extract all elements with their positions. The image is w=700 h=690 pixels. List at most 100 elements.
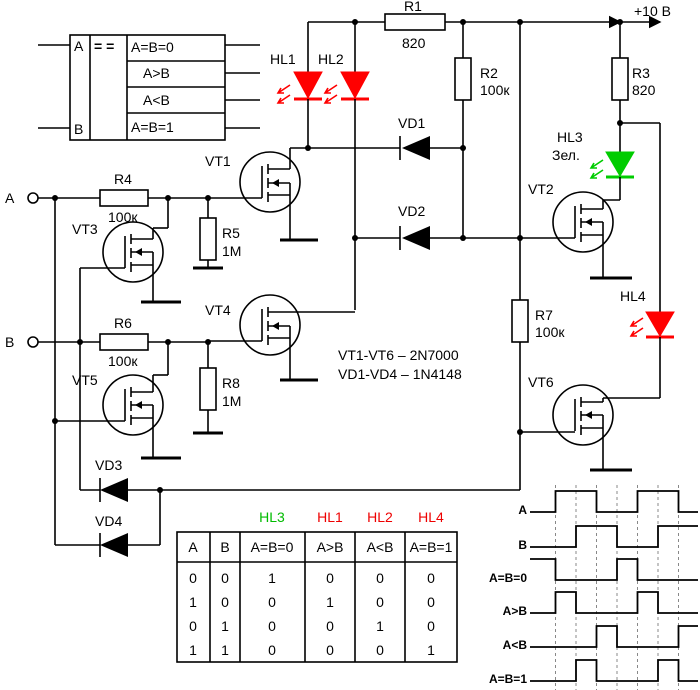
tt-cell: 0 xyxy=(326,570,334,586)
tt-header-cell: A=B=0 xyxy=(251,539,294,555)
hl2-led: HL2 xyxy=(318,22,370,310)
tt-header-cell: A xyxy=(188,539,198,555)
vd1-label: VD1 xyxy=(398,115,425,131)
hl3-led: HL3 Зел. xyxy=(552,129,635,200)
tt-cell: 0 xyxy=(326,642,334,658)
r7-resistor: R7 100к xyxy=(511,22,565,490)
r4-name: R4 xyxy=(114,171,132,187)
tt-cell: 1 xyxy=(376,618,384,634)
r8-name: R8 xyxy=(222,375,240,391)
timing-diagram: ABA=B=0A>BA<BA=B=1 xyxy=(489,485,698,690)
hl3-label: HL3 xyxy=(557,129,583,145)
block-equal-sign: = = xyxy=(94,38,114,54)
block-out-eq0: A=B=0 xyxy=(131,39,174,55)
block-out-eq1: A=B=1 xyxy=(131,119,174,135)
vt5-label: VT5 xyxy=(72,372,98,388)
r3-resistor: R3 820 xyxy=(611,22,661,312)
r6-name: R6 xyxy=(114,315,132,331)
r3-value: 820 xyxy=(632,82,656,98)
tt-header-cell: B xyxy=(220,539,229,555)
r7-name: R7 xyxy=(535,307,553,323)
hl4-led: HL4 xyxy=(620,288,675,398)
timing-signal-label: A<B xyxy=(503,638,528,652)
vt2-label: VT2 xyxy=(528,181,554,197)
vd4-diode: VD4 xyxy=(55,490,161,557)
tt-header-cell: A<B xyxy=(367,539,394,555)
vt1-label: VT1 xyxy=(205,153,231,169)
timing-signal-label: B xyxy=(518,538,527,552)
input-b-label: B xyxy=(5,334,14,350)
tt-header-cell: A>B xyxy=(317,539,344,555)
input-a-circuit: A R4 100к R5 1M xyxy=(5,171,241,545)
vd2-diode: VD2 xyxy=(352,203,555,250)
vt5-transistor: VT5 xyxy=(52,342,181,460)
timing-waveform xyxy=(530,625,698,648)
tt-cell: 1 xyxy=(189,594,197,610)
tt-led-label: HL2 xyxy=(367,509,393,525)
tt-led-label: HL3 xyxy=(259,509,285,525)
r1-value: 820 xyxy=(402,35,426,51)
vt6-transistor: VT6 xyxy=(520,374,660,472)
tt-cell: 0 xyxy=(326,618,334,634)
r3-name: R3 xyxy=(632,65,650,81)
vd3-diode: VD3 xyxy=(80,457,520,502)
timing-waveform xyxy=(530,525,698,548)
hl2-label: HL2 xyxy=(318,51,344,67)
hl1-label: HL1 xyxy=(270,51,296,67)
timing-waveform xyxy=(530,558,698,581)
tt-cell: 0 xyxy=(221,570,229,586)
block-out-lt: A<B xyxy=(143,92,170,108)
hl3-note: Зел. xyxy=(552,147,580,163)
diode-note: VD1-VD4 – 1N4148 xyxy=(338,366,462,382)
tt-cell: 0 xyxy=(221,594,229,610)
tt-cell: 0 xyxy=(427,618,435,634)
input-b-circuit: B R6 100к R8 1M xyxy=(5,315,241,435)
r5-name: R5 xyxy=(222,225,240,241)
tt-cell: 1 xyxy=(427,642,435,658)
tt-cell: 1 xyxy=(221,642,229,658)
tt-cell: 1 xyxy=(268,570,276,586)
r6-value: 100к xyxy=(108,353,138,369)
vt1-transistor: VT1 xyxy=(205,147,318,242)
supply-label: +10 В xyxy=(634,3,671,19)
tt-header-cell: A=B=1 xyxy=(410,539,453,555)
tt-cell: 1 xyxy=(326,594,334,610)
timing-signal-label: A xyxy=(518,503,527,517)
timing-signal-label: A=B=1 xyxy=(489,672,527,686)
r2-name: R2 xyxy=(480,65,498,81)
vt6-label: VT6 xyxy=(528,374,554,390)
r5-value: 1M xyxy=(222,243,241,259)
vt4-label: VT4 xyxy=(205,302,231,318)
hl4-label: HL4 xyxy=(620,288,646,304)
timing-signal-label: A>B xyxy=(503,604,528,618)
tt-cell: 0 xyxy=(376,594,384,610)
r2-value: 100к xyxy=(480,82,510,98)
vd2-label: VD2 xyxy=(398,203,425,219)
tt-cell: 0 xyxy=(268,642,276,658)
tt-cell: 1 xyxy=(189,642,197,658)
r1-name: R1 xyxy=(404,0,422,14)
block-out-gt: A>B xyxy=(143,65,170,81)
vt2-transistor: VT2 xyxy=(528,181,632,280)
tt-led-label: HL1 xyxy=(317,509,343,525)
tt-cell: 0 xyxy=(268,594,276,610)
tt-cell: 1 xyxy=(221,618,229,634)
supply-rail: +10 В R1 820 xyxy=(308,0,671,51)
comparator-block: A B = = A=B=0 A>B A<B A=B=1 xyxy=(38,34,260,141)
r7-value: 100к xyxy=(535,324,565,340)
block-input-b: B xyxy=(74,121,83,137)
transistor-note: VT1-VT6 – 2N7000 xyxy=(338,347,459,363)
vt3-transistor: VT3 xyxy=(72,198,181,490)
r2-resistor: R2 100к xyxy=(454,22,510,241)
tt-cell: 0 xyxy=(189,570,197,586)
vt4-transistor: VT4 xyxy=(205,294,355,382)
r8-value: 1M xyxy=(222,393,241,409)
block-input-a: A xyxy=(74,38,84,54)
tt-cell: 0 xyxy=(376,570,384,586)
tt-cell: 0 xyxy=(427,594,435,610)
tt-cell: 0 xyxy=(268,618,276,634)
vd1-diode: VD1 xyxy=(305,115,463,160)
tt-cell: 0 xyxy=(376,642,384,658)
input-a-label: A xyxy=(5,190,15,206)
